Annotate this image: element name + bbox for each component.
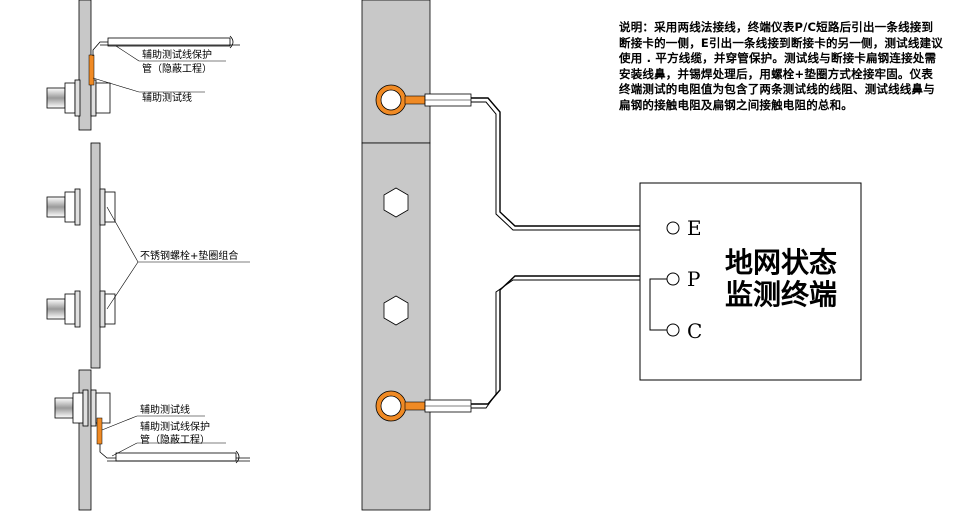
wire-e-2	[471, 101, 665, 231]
top-test-line	[92, 35, 240, 56]
terminal-title-line1: 地网状态	[725, 246, 837, 279]
bottom-test-line	[99, 444, 250, 464]
terminal-e-label: E	[687, 216, 702, 240]
ring-lug-bottom	[375, 390, 472, 422]
terminal-p-circle	[666, 272, 680, 286]
pc-short-link	[649, 278, 667, 331]
label-aux-protect-top-2: 管（隐蔽工程）	[142, 62, 212, 75]
front-view	[361, 0, 472, 511]
hex-bolt-2	[383, 295, 409, 326]
terminal-p-label: P	[687, 267, 700, 291]
middle-plate	[90, 142, 101, 369]
side-lug-bottom	[96, 417, 103, 445]
label-aux-protect-bottom-1: 辅助测试线保护	[140, 420, 210, 433]
flat-steel-upper	[361, 0, 431, 144]
label-aux-line-bottom: 辅助测试线	[140, 403, 190, 416]
ring-lug-top	[375, 84, 472, 116]
terminal-e-circle	[666, 221, 680, 235]
label-aux-protect-bottom-2: 管（隐蔽工程）	[140, 433, 210, 446]
label-bolt-combo: 不锈钢螺栓+垫圈组合	[140, 249, 238, 262]
test-wires	[471, 97, 665, 409]
wire-p	[471, 275, 665, 405]
wire-e	[471, 97, 665, 227]
label-aux-line-top: 辅助测试线	[142, 91, 192, 104]
terminal-title-line2: 监测终端	[725, 278, 837, 311]
explanation-note: 说明：采用两线法接线，终端仪表P/C短路后引出一条线接到断接卡的一侧，E引出一条…	[619, 20, 943, 112]
monitoring-terminal: E P C 地网状态 监测终端	[639, 182, 862, 381]
bolt-mid-1	[46, 188, 116, 226]
terminal-c-label: C	[687, 319, 702, 343]
hex-bolt-1	[383, 187, 409, 218]
side-view: 辅助测试线保护 管（隐蔽工程） 辅助测试线 不锈钢螺栓+垫圈组合 辅助测试线 辅…	[46, 0, 250, 511]
bolt-mid-2	[46, 290, 116, 328]
terminal-c-circle	[666, 323, 680, 337]
bolt-top	[46, 79, 111, 117]
label-aux-protect-top-1: 辅助测试线保护	[142, 48, 212, 61]
leader-lines	[92, 45, 250, 457]
wire-p-2	[471, 279, 665, 409]
side-lug-top	[88, 54, 95, 86]
bolt-bottom	[54, 389, 111, 427]
